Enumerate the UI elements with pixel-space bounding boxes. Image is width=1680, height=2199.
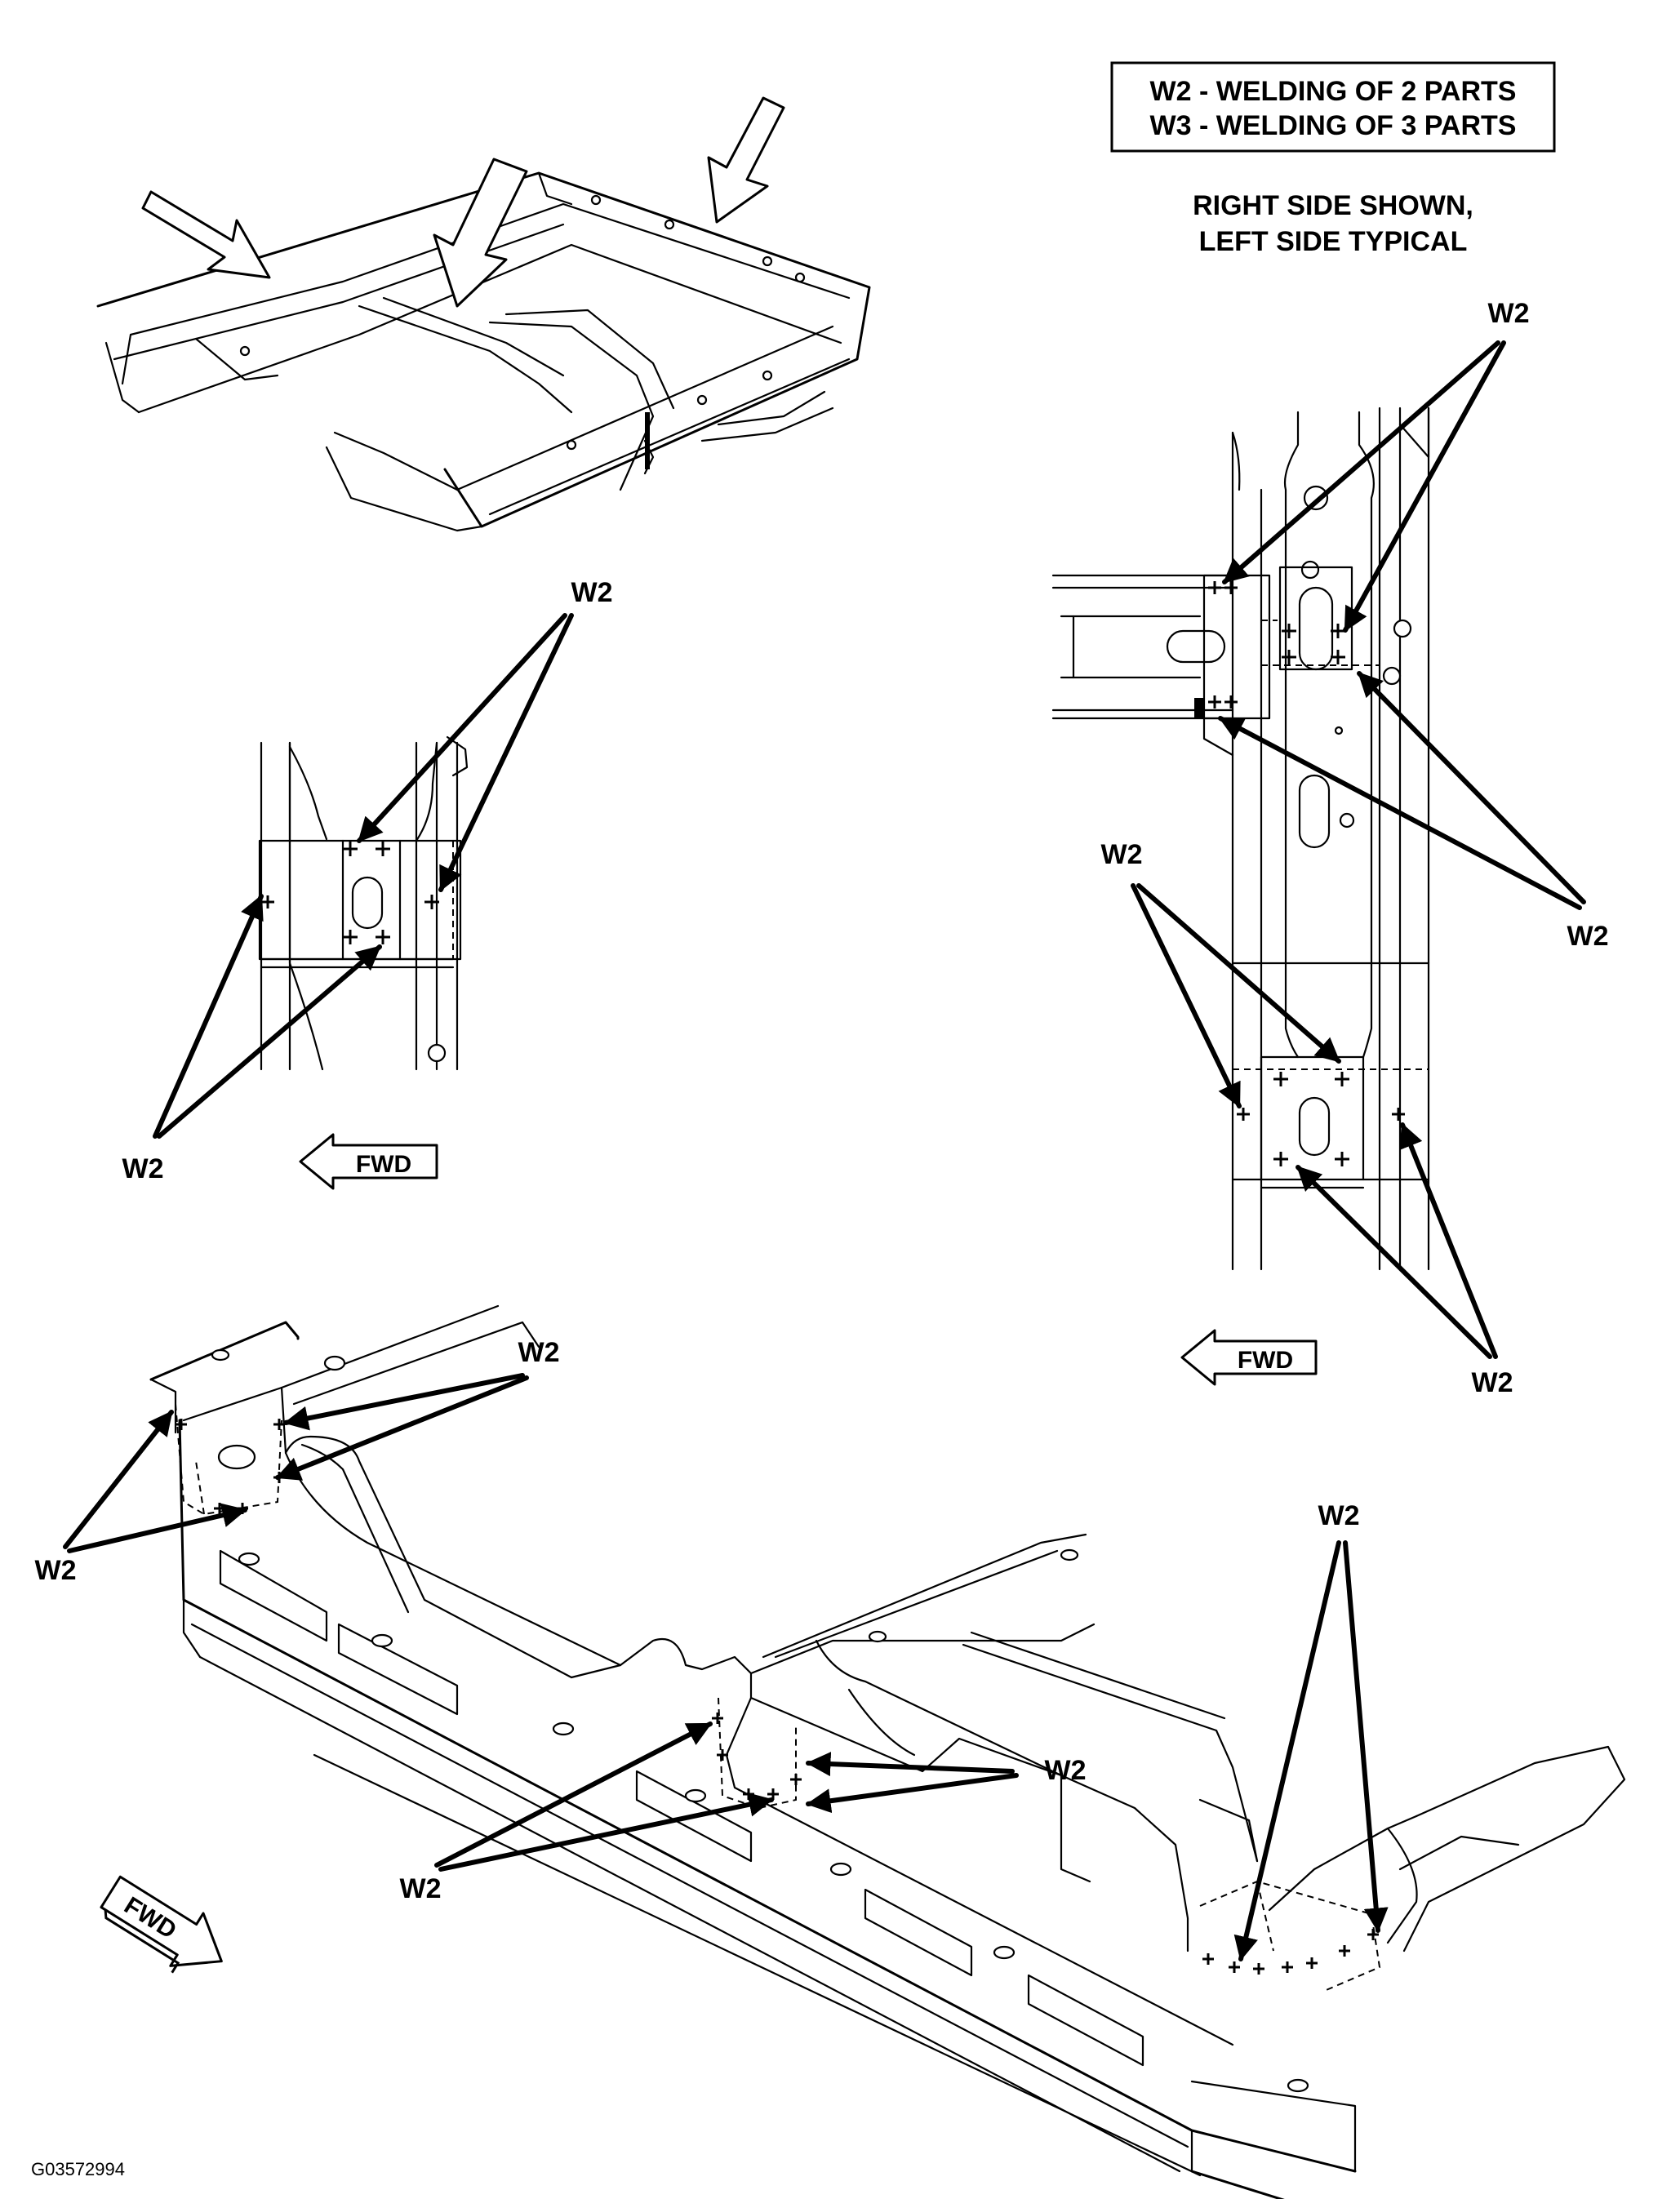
weld-label-bottom-rear: W2 <box>1318 1500 1360 1531</box>
weld-label-left-top: W2 <box>571 577 613 608</box>
pointer-right-detail-5 <box>1131 883 1242 1108</box>
weld-label-bottom-center-left: W2 <box>400 1873 442 1904</box>
pointer-bottom-8 <box>438 1792 774 1872</box>
pointer-bottom-10 <box>1343 1540 1389 1933</box>
pointer-bottom-2 <box>275 1375 529 1481</box>
side-note-line2: LEFT SIDE TYPICAL <box>1199 226 1468 257</box>
pointer-bottom-5 <box>806 1752 1015 1777</box>
overview-underbody-frame <box>96 171 871 532</box>
fwd-arrow-bottom: FWD <box>100 1875 223 1974</box>
weld-label-right-mid: W2 <box>1567 921 1609 952</box>
figure-id: G03572994 <box>31 2159 125 2179</box>
pointer-left-detail-1 <box>357 613 567 843</box>
weld-label-right-bottom: W2 <box>1472 1367 1513 1398</box>
pointer-bottom-6 <box>806 1773 1019 1814</box>
pointer-right-detail-6 <box>1136 883 1341 1064</box>
weld-legend-box: W2 - WELDING OF 2 PARTS W3 - WELDING OF … <box>1110 61 1556 153</box>
pointer-bottom-1 <box>283 1373 525 1431</box>
fwd-arrow-left-detail: FWD <box>299 1133 438 1190</box>
fwd-arrow-right-detail: FWD <box>1180 1329 1318 1386</box>
side-note-line1: RIGHT SIDE SHOWN, <box>1193 190 1473 221</box>
pointer-right-detail-2 <box>1343 340 1506 633</box>
weld-label-right-top: W2 <box>1488 298 1530 329</box>
pointer-bottom-7 <box>434 1721 713 1868</box>
pointer-bottom-9 <box>1233 1540 1341 1961</box>
pointer-right-detail-1 <box>1222 340 1500 584</box>
pointer-left-detail-2 <box>438 613 574 892</box>
pointer-left-detail-3 <box>153 894 264 1139</box>
pointer-bottom-4 <box>67 1503 247 1553</box>
pointer-right-detail-3 <box>1357 671 1586 904</box>
pointer-right-detail-4 <box>1218 716 1582 910</box>
fwd-label-left: FWD <box>356 1151 411 1178</box>
weld-label-bottom-front-top: W2 <box>518 1337 560 1368</box>
weld-label-right-left: W2 <box>1101 839 1143 870</box>
fwd-label-right: FWD <box>1238 1347 1293 1374</box>
side-note: RIGHT SIDE SHOWN, LEFT SIDE TYPICAL <box>1193 190 1473 257</box>
weld-label-bottom-front-left: W2 <box>35 1555 77 1586</box>
legend-w3-text: W3 - WELDING OF 3 PARTS <box>1150 110 1517 141</box>
location-arrow-right <box>707 96 785 224</box>
location-arrow-center <box>433 158 528 308</box>
location-arrow-left <box>141 190 271 279</box>
pointer-right-detail-8 <box>1399 1122 1498 1359</box>
pointer-bottom-3 <box>63 1410 174 1549</box>
detail-left-rail <box>258 735 469 1071</box>
pointer-right-detail-7 <box>1296 1165 1492 1359</box>
legend-w2-text: W2 - WELDING OF 2 PARTS <box>1150 76 1517 107</box>
weld-label-left-bottom: W2 <box>122 1153 164 1184</box>
pointer-left-detail-4 <box>157 944 382 1139</box>
weld-label-bottom-center-right: W2 <box>1045 1755 1087 1786</box>
